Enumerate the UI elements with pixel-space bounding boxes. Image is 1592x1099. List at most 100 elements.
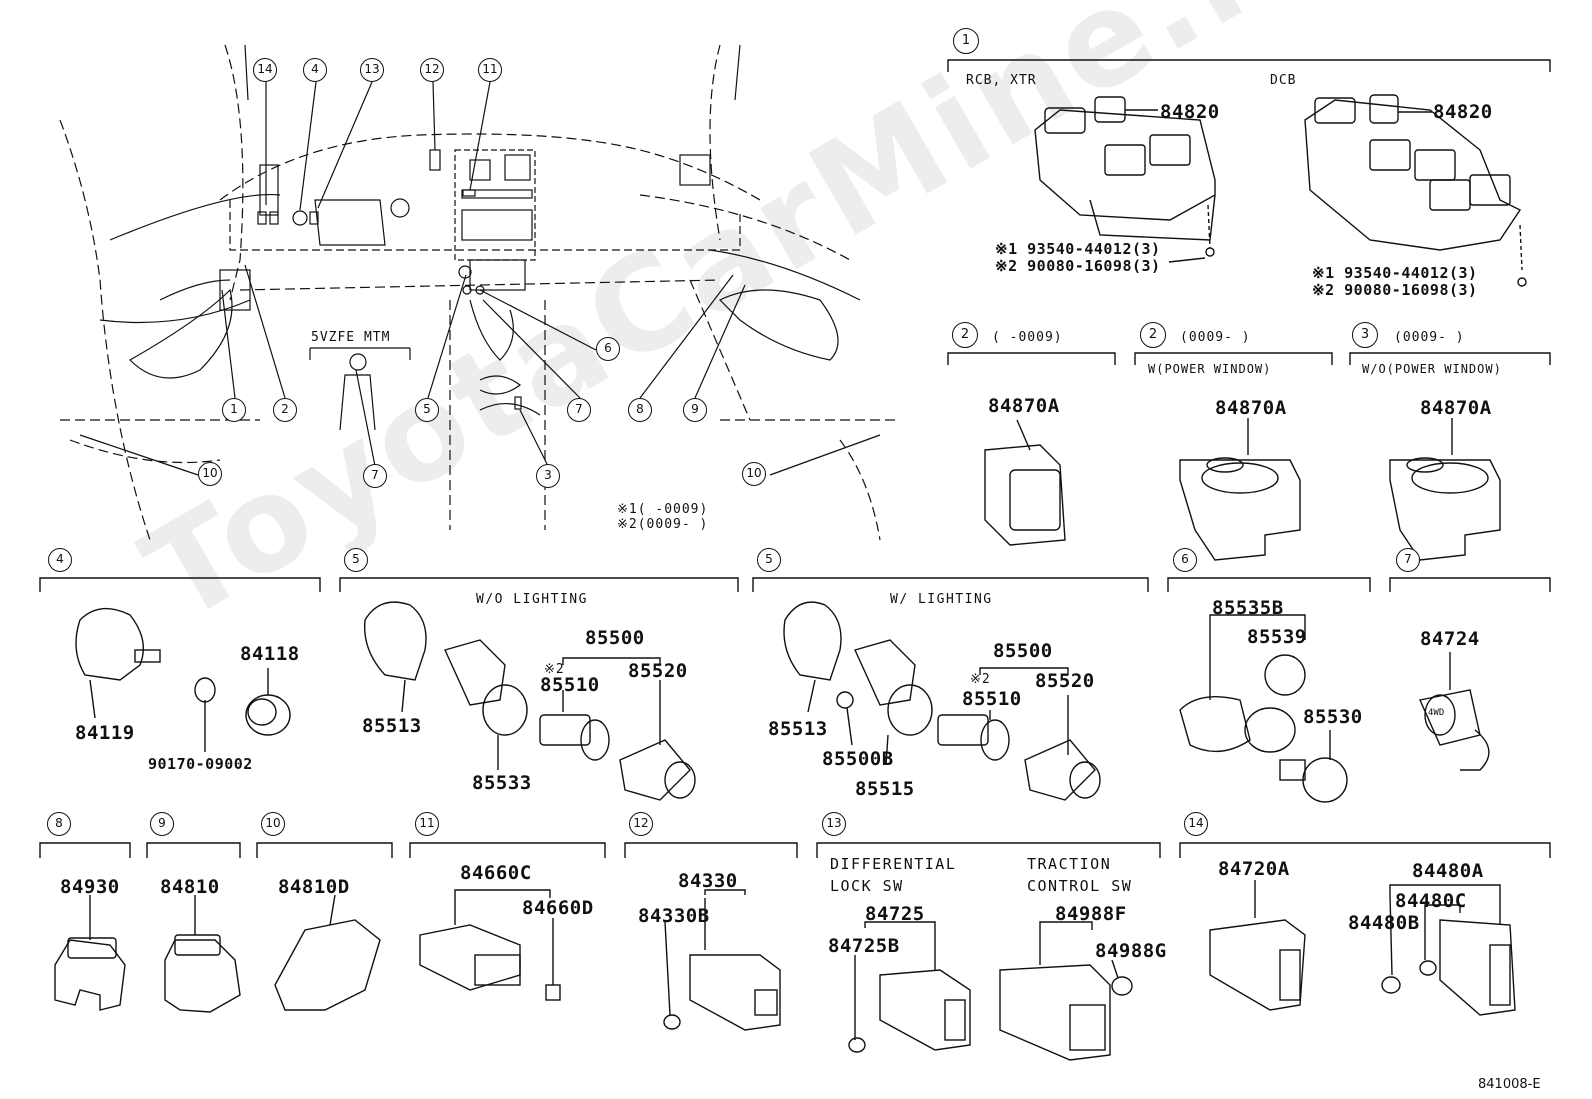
section-1-left-heading: RCB, XTR bbox=[966, 73, 1037, 88]
part-84820-right: 84820 bbox=[1433, 101, 1493, 123]
date-note-2: ※2(0009- ) bbox=[617, 517, 709, 532]
section-14-number: 14 bbox=[1184, 812, 1208, 836]
section-2a-date: ( -0009) bbox=[992, 330, 1063, 345]
callout-10-left: 10 bbox=[198, 462, 222, 486]
callout-7: 7 bbox=[567, 398, 591, 422]
section-6-number: 6 bbox=[1173, 548, 1197, 572]
callout-10-right: 10 bbox=[742, 462, 766, 486]
bolt-note-right-2: ※2 90080-16098(3) bbox=[1312, 281, 1478, 299]
section-12-number: 12 bbox=[629, 812, 653, 836]
callout-8: 8 bbox=[628, 398, 652, 422]
part-84725: 84725 bbox=[865, 903, 925, 925]
part-84810: 84810 bbox=[160, 876, 220, 898]
part-84660D: 84660D bbox=[522, 897, 594, 919]
part-85520-b: 85520 bbox=[1035, 670, 1095, 692]
part-84870A-2: 84870A bbox=[1215, 397, 1287, 419]
traction-heading-1: TRACTION bbox=[1027, 855, 1112, 873]
diff-lock-heading-1: DIFFERENTIAL bbox=[830, 855, 957, 873]
part-90170-09002: 90170-09002 bbox=[148, 755, 253, 773]
section-10-number: 10 bbox=[261, 812, 285, 836]
section-2b-sub: W(POWER WINDOW) bbox=[1148, 362, 1272, 376]
callout-14: 14 bbox=[253, 58, 277, 82]
section-4-number: 4 bbox=[48, 548, 72, 572]
part-85510-b: 85510 bbox=[962, 688, 1022, 710]
lower-switch-drawings bbox=[54, 880, 1516, 1061]
part-85530: 85530 bbox=[1303, 706, 1363, 728]
section5-drawings bbox=[363, 601, 1101, 801]
callout-1: 1 bbox=[222, 398, 246, 422]
part-84480B: 84480B bbox=[1348, 912, 1420, 934]
part-84820-left: 84820 bbox=[1160, 101, 1220, 123]
section6-7-drawings bbox=[1179, 614, 1490, 803]
section-2b-number: 2 bbox=[1140, 322, 1166, 348]
callout-2: 2 bbox=[273, 398, 297, 422]
part-84330: 84330 bbox=[678, 870, 738, 892]
part-84720A: 84720A bbox=[1218, 858, 1290, 880]
section-7-number: 7 bbox=[1396, 548, 1420, 572]
section-5a-number: 5 bbox=[344, 548, 368, 572]
part-84330B: 84330B bbox=[638, 905, 710, 927]
section4-drawings bbox=[75, 607, 291, 752]
section-9-number: 9 bbox=[150, 812, 174, 836]
engine-label: 5VZFE MTM bbox=[311, 330, 391, 345]
section-11-number: 11 bbox=[415, 812, 439, 836]
section-3-date: (0009- ) bbox=[1394, 330, 1465, 345]
part-85500-b: 85500 bbox=[993, 640, 1053, 662]
section-brackets bbox=[39, 59, 1551, 858]
section-5b-heading: W/ LIGHTING bbox=[890, 592, 993, 607]
section-5a-heading: W/O LIGHTING bbox=[476, 592, 588, 607]
section-1-right-heading: DCB bbox=[1270, 73, 1297, 88]
callout-6: 6 bbox=[596, 337, 620, 361]
part-84810D: 84810D bbox=[278, 876, 350, 898]
part-84988G: 84988G bbox=[1095, 940, 1167, 962]
callout-9: 9 bbox=[683, 398, 707, 422]
figure-id: 841008-E bbox=[1478, 1077, 1541, 1092]
part-84480A: 84480A bbox=[1412, 860, 1484, 882]
part-85513-a: 85513 bbox=[362, 715, 422, 737]
part-85520-a: 85520 bbox=[628, 660, 688, 682]
part-85513-b: 85513 bbox=[768, 718, 828, 740]
part-84988F: 84988F bbox=[1055, 903, 1127, 925]
part-85500B: 85500B bbox=[822, 748, 894, 770]
section-3-sub: W/O(POWER WINDOW) bbox=[1362, 362, 1502, 376]
callout-11: 11 bbox=[478, 58, 502, 82]
part-85500-a: 85500 bbox=[585, 627, 645, 649]
badge-4wd: 4WD bbox=[1428, 708, 1445, 718]
section-13-number: 13 bbox=[822, 812, 846, 836]
part-84119: 84119 bbox=[75, 722, 135, 744]
mirror-switch-drawings bbox=[984, 418, 1501, 561]
date-note-1: ※1( -0009) bbox=[617, 502, 709, 517]
section-5b-number: 5 bbox=[757, 548, 781, 572]
part-84724: 84724 bbox=[1420, 628, 1480, 650]
diff-lock-heading-2: LOCK SW bbox=[830, 877, 904, 895]
bolt-note-left-1: ※1 93540-44012(3) bbox=[995, 240, 1161, 258]
part-84118: 84118 bbox=[240, 643, 300, 665]
part-84930: 84930 bbox=[60, 876, 120, 898]
section-3-number: 3 bbox=[1352, 322, 1378, 348]
part-85533: 85533 bbox=[472, 772, 532, 794]
bolt-note-right-1: ※1 93540-44012(3) bbox=[1312, 264, 1478, 282]
callout-13: 13 bbox=[360, 58, 384, 82]
part-84660C: 84660C bbox=[460, 862, 532, 884]
callout-12: 12 bbox=[420, 58, 444, 82]
section-2a-number: 2 bbox=[952, 322, 978, 348]
part-84870A-1: 84870A bbox=[988, 395, 1060, 417]
part-85535B: 85535B bbox=[1212, 597, 1284, 619]
part-85510-a: 85510 bbox=[540, 674, 600, 696]
part-85539: 85539 bbox=[1247, 626, 1307, 648]
part-85515: 85515 bbox=[855, 778, 915, 800]
part-84870A-3: 84870A bbox=[1420, 397, 1492, 419]
note-star2-a: ※2 bbox=[544, 662, 565, 677]
part-84725B: 84725B bbox=[828, 935, 900, 957]
callout-4: 4 bbox=[303, 58, 327, 82]
note-star2-b: ※2 bbox=[970, 672, 991, 687]
part-84480C: 84480C bbox=[1395, 890, 1467, 912]
callout-7-mtm: 7 bbox=[363, 464, 387, 488]
traction-heading-2: CONTROL SW bbox=[1027, 877, 1133, 895]
power-window-switch-drawings bbox=[1034, 94, 1527, 287]
bolt-note-left-2: ※2 90080-16098(3) bbox=[995, 257, 1161, 275]
callout-5: 5 bbox=[415, 398, 439, 422]
dashboard-overview-drawing bbox=[59, 44, 900, 541]
